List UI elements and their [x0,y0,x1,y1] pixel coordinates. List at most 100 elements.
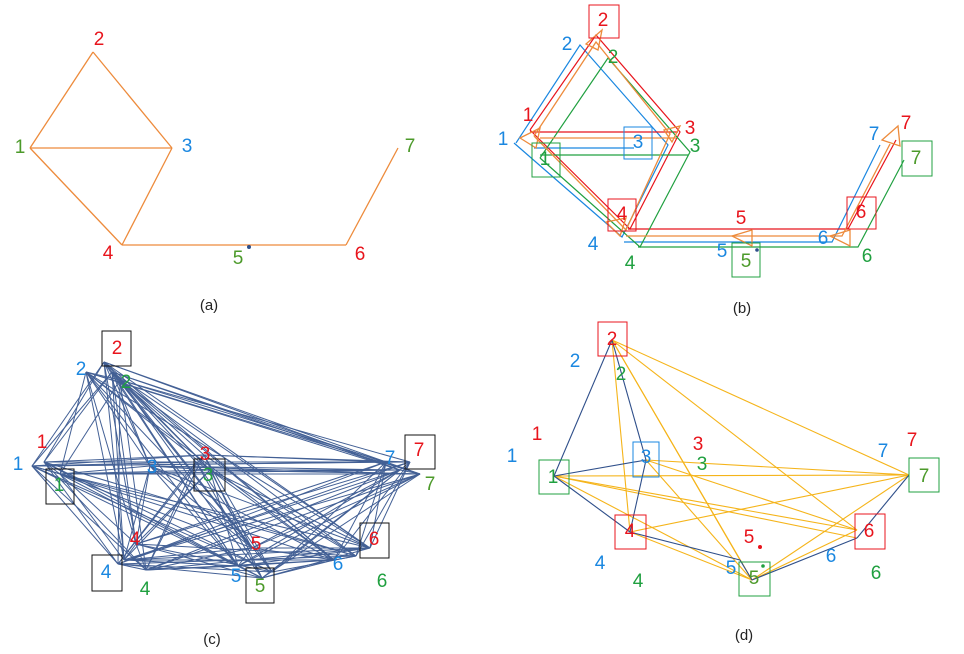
b-green-label-7: 7 [911,148,922,169]
edge-1-4 [29,147,123,246]
c-edge [103,361,151,467]
c-edge [117,461,411,565]
c-edge [237,547,371,567]
c-edge [119,379,205,456]
c-edge [209,469,371,549]
c-edge [103,361,421,475]
c-edge [119,379,263,579]
d-red-label-5: 5 [744,527,755,548]
c-edge [103,361,125,561]
d-red-label-6: 6 [864,521,875,542]
c-edge [209,469,335,561]
c-edge [149,465,253,549]
d-blue-label-7: 7 [878,441,889,462]
d-blue-label-5: 5 [726,558,737,579]
d-node-5-dot [758,545,762,549]
c-edge [43,461,147,571]
b-green-label-6: 6 [862,246,873,267]
c-edge [135,465,151,545]
caption-a: (a) [200,297,218,314]
c-red-label-5: 5 [251,534,262,555]
c-green-label-5: 5 [255,576,266,597]
c-blue-label-5: 5 [231,566,242,587]
c-edge [261,547,371,579]
c-edge [117,461,387,565]
node-label-4: 4 [103,243,114,264]
b-blue-label-2: 2 [562,34,573,55]
d-blue-label-3: 3 [641,447,652,468]
panel-b-blue-path [513,44,881,243]
c-edge [355,461,387,557]
c-red-label-2: 2 [112,338,123,359]
panel-b-boxes [531,4,933,278]
b-red-label-4: 4 [617,204,628,225]
c-edge [117,454,205,565]
d-green-label-3: 3 [697,454,708,475]
c-edge [271,461,411,573]
edge-3-4 [121,147,173,246]
d-green-label-7: 7 [919,466,930,487]
c-edge [135,469,211,545]
edge-1-2 [29,51,94,149]
d-green-label-5: 5 [749,568,760,589]
d-blue-label-4: 4 [595,553,606,574]
c-edge [117,563,263,579]
c-edge [119,379,197,463]
c-edge [145,469,401,571]
c-edge [123,543,137,561]
panel-b-orange-arrows [518,28,901,248]
c-red-label-1: 1 [37,432,48,453]
c-edge [59,473,239,567]
b-green-label-3: 3 [690,136,701,157]
panel-c: 1 2 3 4 5 6 7 1 2 3 4 5 6 7 1 2 3 4 5 6 … [13,330,436,648]
c-green-label-7: 7 [425,474,436,495]
c-edge [31,465,357,557]
c-blue-label-3: 3 [147,457,158,478]
b-green-label-4: 4 [625,253,636,274]
c-edge [135,461,387,545]
b-red-label-2: 2 [598,10,609,31]
b-blue-label-5: 5 [717,241,728,262]
c-edge [117,563,147,571]
node-label-3: 3 [182,136,193,157]
b-red-label-6: 6 [856,202,867,223]
b-blue-label-7: 7 [869,124,880,145]
c-edge [237,547,253,567]
b-blue-label-6: 6 [818,228,829,249]
node-label-7: 7 [405,136,416,157]
c-edge [103,361,137,545]
c-edge [119,379,273,573]
d-green-label-1: 1 [548,467,559,488]
c-green-label-6: 6 [377,571,388,592]
b-green-label-1: 1 [540,149,551,170]
c-edge [399,469,421,475]
c-red-label-6: 6 [369,529,380,550]
b-red-label-1: 1 [523,105,534,126]
c-red-label-4: 4 [130,529,141,550]
c-edge [145,547,371,571]
node-label-6: 6 [355,244,366,265]
c-green-label-3: 3 [203,465,214,486]
c-green-label-2: 2 [121,372,132,393]
c-edge [85,371,125,561]
d-red-label-2: 2 [607,329,618,350]
c-edge [135,461,411,545]
edge-2-3 [92,51,173,149]
b-blue-label-4: 4 [588,234,599,255]
c-edge [135,543,147,571]
c-edge [333,461,411,561]
panel-d-yellow-edges [553,339,910,581]
b-red-label-3: 3 [685,118,696,139]
c-edge [43,461,61,475]
d-blue-label-2: 2 [570,351,581,372]
b-green-label-2: 2 [608,47,619,68]
c-edge [85,371,137,545]
c-edge [43,461,119,565]
c-blue-label-6: 6 [333,554,344,575]
b-node-5-dot [755,248,759,252]
c-edge [59,371,87,475]
c-edge [111,371,151,467]
c-edge [145,547,253,571]
b-blue-label-3: 3 [633,132,644,153]
